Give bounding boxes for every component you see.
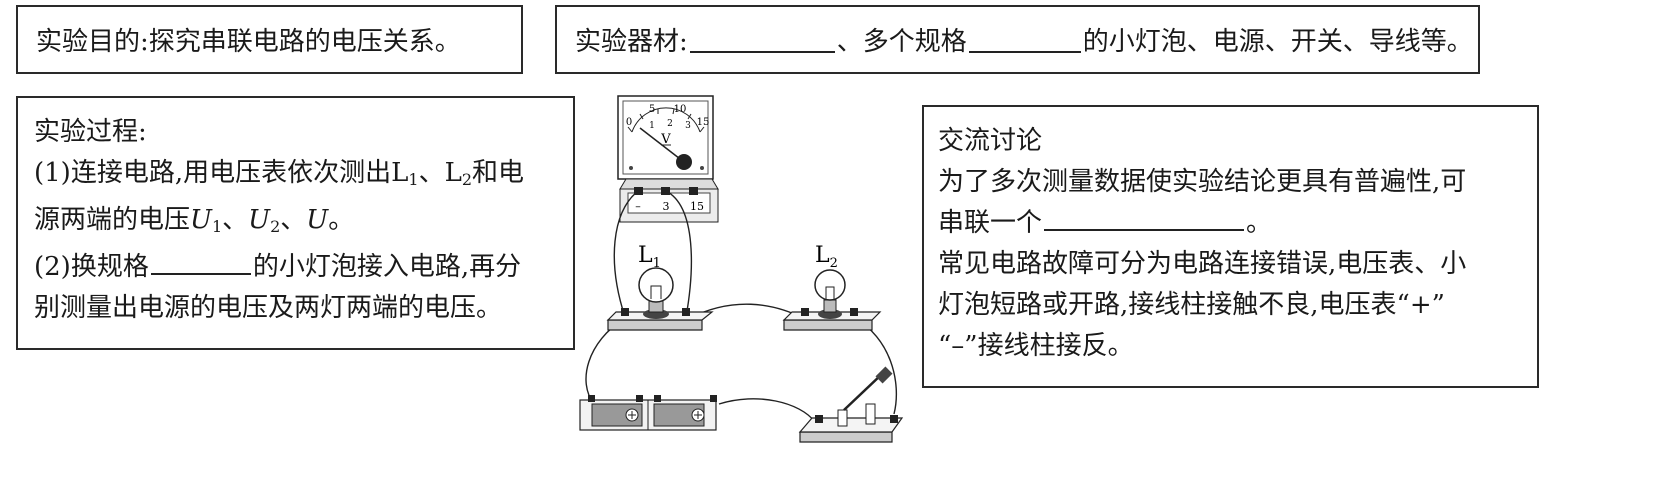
equipment-middle: 、多个规格 bbox=[836, 27, 967, 57]
discussion-line5: “–”接线柱接反。 bbox=[938, 331, 1134, 361]
meter-inner-tick-1: 1 bbox=[649, 121, 655, 131]
equipment-blank-1[interactable] bbox=[689, 27, 835, 53]
meter-terminal-15: 15 bbox=[690, 200, 704, 213]
discussion-line3: 常见电路故障可分为电路连接错误,电压表、小 bbox=[938, 249, 1467, 279]
discussion-box: 交流讨论 为了多次测量数据使实验结论更具有普遍性,可 串联一个。 常见电路故障可… bbox=[922, 105, 1539, 388]
meter-tick-15: 15 bbox=[697, 117, 710, 128]
wires bbox=[585, 190, 898, 423]
procedure-step2-line1: (2)换规格的小灯泡接入电路,再分 bbox=[34, 247, 573, 288]
equipment-box: 实验器材: 、多个规格 的小灯泡、电源、开关、导线等。 bbox=[555, 5, 1480, 74]
discussion-title: 交流讨论 bbox=[938, 126, 1043, 156]
equipment-text: 实验器材: 、多个规格 的小灯泡、电源、开关、导线等。 bbox=[557, 7, 1478, 72]
meter-terminal-3: 3 bbox=[663, 200, 670, 213]
discussion-line4: 灯泡短路或开路,接线柱接触不良,电压表“+” bbox=[938, 290, 1445, 320]
purpose-text: 实验目的:探究串联电路的电压关系。 bbox=[36, 27, 461, 57]
lamp-l2: L2 bbox=[782, 243, 882, 331]
equipment-tail: 的小灯泡、电源、开关、导线等。 bbox=[1082, 27, 1473, 57]
meter-tick-0: 0 bbox=[626, 117, 632, 128]
procedure-step1-line1: (1)连接电路,用电压表依次测出L1、L2和电 bbox=[34, 158, 525, 189]
voltmeter: 0 5 10 15 1 2 3 V – 3 15 bbox=[617, 95, 719, 223]
procedure-box: 实验过程: (1)连接电路,用电压表依次测出L1、L2和电 源两端的电压U1、U… bbox=[16, 96, 575, 350]
lamp-l1-label: L1 bbox=[638, 243, 661, 271]
meter-inner-tick-3: 3 bbox=[685, 121, 691, 131]
equipment-lead: 实验器材: bbox=[575, 27, 688, 57]
lamp-l1: L1 bbox=[606, 243, 714, 331]
discussion-line1: 为了多次测量数据使实验结论更具有普遍性,可 bbox=[938, 167, 1467, 197]
meter-terminal-minus: – bbox=[635, 200, 641, 213]
meter-tick-5: 5 bbox=[649, 104, 655, 115]
meter-tick-10: 10 bbox=[674, 104, 687, 115]
purpose-box: 实验目的:探究串联电路的电压关系。 bbox=[16, 5, 523, 74]
equipment-blank-2[interactable] bbox=[968, 27, 1081, 53]
procedure-title: 实验过程: bbox=[34, 117, 147, 147]
circuit-diagram: 0 5 10 15 1 2 3 V – 3 15 bbox=[579, 95, 904, 443]
discussion-line2: 串联一个。 bbox=[938, 203, 1537, 244]
discussion-blank[interactable] bbox=[1044, 205, 1245, 231]
meter-inner-tick-2: 2 bbox=[667, 119, 673, 129]
lamp-l2-label: L2 bbox=[815, 243, 838, 271]
procedure-step1-line2: 源两端的电压U1、U2、U。 bbox=[34, 205, 355, 236]
switch bbox=[798, 366, 904, 443]
battery-pack bbox=[579, 395, 717, 431]
meter-unit: V bbox=[660, 132, 671, 147]
procedure-blank[interactable] bbox=[150, 249, 251, 275]
procedure-step2-line2: 别测量出电源的电压及两灯两端的电压。 bbox=[34, 293, 503, 323]
